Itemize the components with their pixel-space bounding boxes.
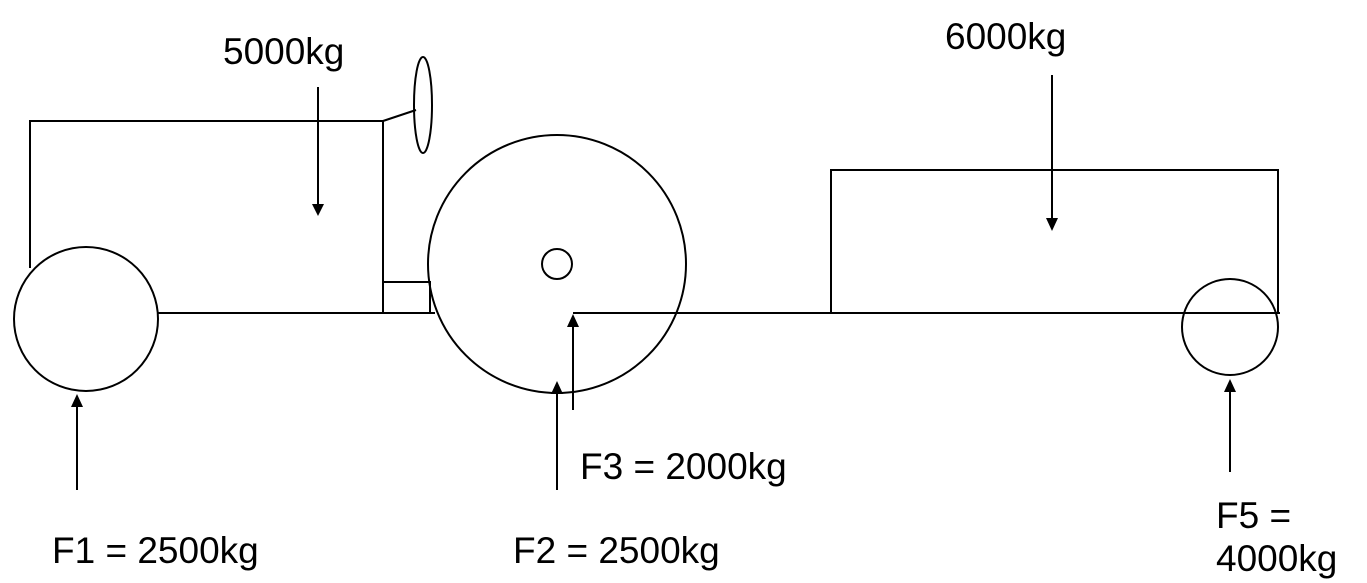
steering-column [382,109,417,122]
f1-arrow-head [71,394,83,407]
steering-wheel [413,56,433,154]
f3-arrow-head [567,314,579,327]
f5-label-line2: 4000kg [1216,538,1338,579]
f5-label-line1: F5 = [1216,495,1292,536]
f1-label: F1 = 2500kg [52,530,259,571]
load-arrow-trailer-head [1046,218,1058,231]
rear-wheel-hub [541,248,573,280]
f2-label: F2 = 2500kg [513,530,720,571]
f2-arrow-head [551,381,563,394]
trailer-wheel [1181,278,1279,376]
load-arrow-tractor-head [312,204,324,216]
seat-box [382,281,431,314]
tractor-weight-label: 5000kg [223,31,345,72]
tractor-body [29,120,384,313]
rear-wheel [427,134,687,394]
f5-arrow-head [1224,379,1236,392]
f3-label: F3 = 2000kg [580,446,787,487]
trailer-body [830,169,1279,314]
front-wheel [13,246,159,392]
trailer-weight-label: 6000kg [945,16,1067,57]
